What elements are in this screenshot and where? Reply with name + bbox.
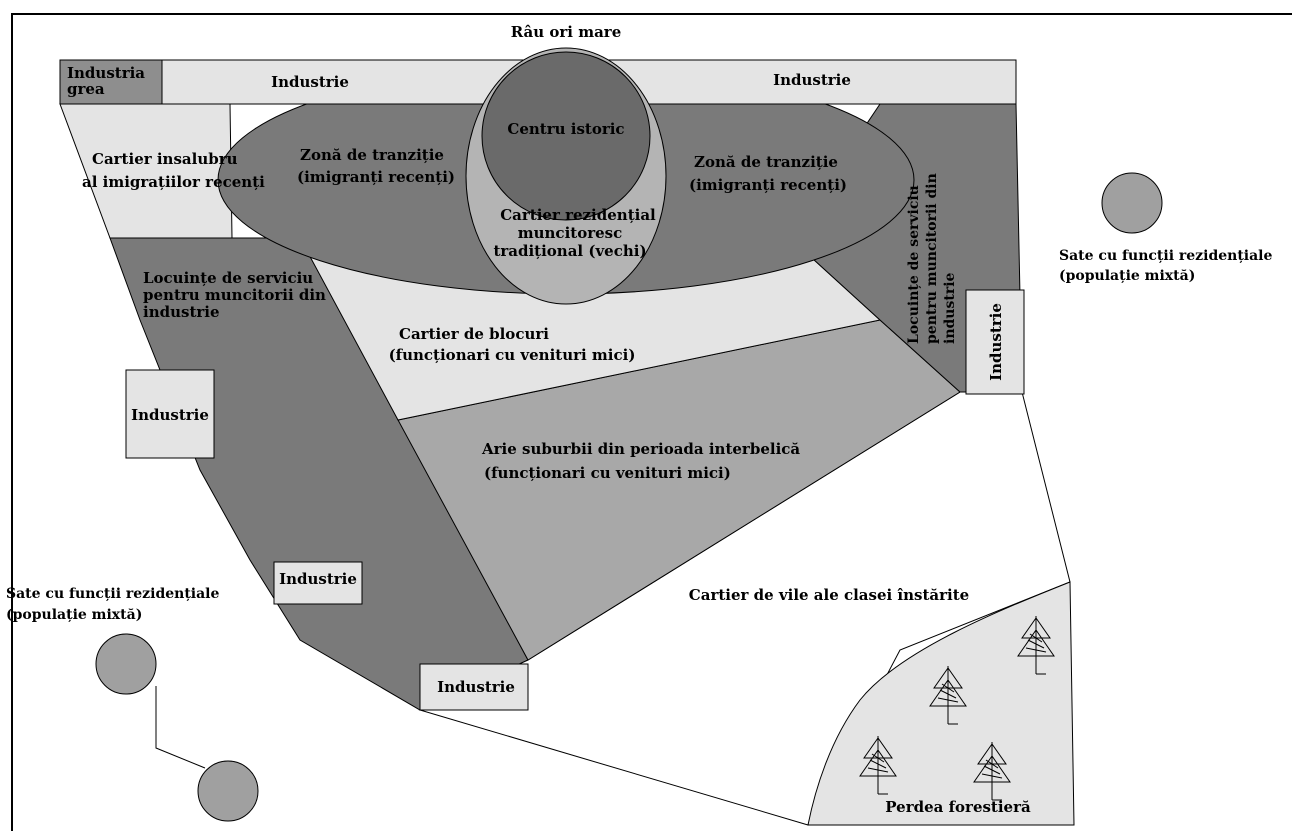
label-suburbii-1: Arie suburbii din perioada interbelică bbox=[481, 440, 800, 458]
label-cartier-vile: Cartier de vile ale clasei înstărite bbox=[689, 586, 969, 604]
tree-icon bbox=[859, 736, 897, 795]
label-industrie-lower-left: Industrie bbox=[279, 570, 357, 588]
label-locuinte-left-3: industrie bbox=[143, 303, 220, 321]
zone-perdea-forestiera bbox=[807, 581, 1075, 826]
box-industrie-lower-left bbox=[273, 561, 363, 605]
tree-icon bbox=[973, 742, 1011, 801]
label-industrie-left-box: Industrie bbox=[131, 406, 209, 424]
box-industrie-left bbox=[125, 369, 215, 459]
tree-icon bbox=[1017, 616, 1055, 675]
village-connector bbox=[155, 686, 206, 769]
label-sate-right-1: Sate cu funcții rezidențiale bbox=[1059, 248, 1272, 264]
label-blocuri-2: (funcționari cu venituri mici) bbox=[389, 346, 636, 364]
label-sate-right-2: (populație mixtă) bbox=[1059, 268, 1195, 284]
village-left-bottom bbox=[197, 760, 259, 822]
label-locuinte-right-2: pentru muncitorii din bbox=[924, 173, 940, 344]
label-perdea-forestiera: Perdea forestieră bbox=[885, 798, 1031, 816]
label-industrie-bottom: Industrie bbox=[437, 678, 515, 696]
zone-centru-istoric bbox=[481, 51, 651, 221]
label-suburbii-2: (funcționari cu venituri mici) bbox=[484, 464, 731, 482]
tree-icon bbox=[929, 666, 967, 725]
label-tranzitie-right-2: (imigranți recenți) bbox=[689, 176, 847, 194]
label-sate-left-1: Sate cu funcții rezidențiale bbox=[6, 586, 219, 602]
label-insalubru-2: al imigrațiilor recenți bbox=[82, 173, 265, 191]
label-tranzitie-left-2: (imigranți recenți) bbox=[297, 168, 455, 186]
box-industrie-right bbox=[965, 289, 1025, 395]
label-locuinte-left-2: pentru muncitorii din bbox=[143, 286, 326, 304]
label-tranzitie-right-1: Zonă de tranziție bbox=[694, 153, 838, 171]
label-sate-left-2: (populație mixtă) bbox=[6, 607, 142, 623]
label-industrie-right: Industrie bbox=[987, 303, 1005, 381]
box-industrie-bottom bbox=[419, 663, 529, 711]
label-locuinte-right: Locuințe de serviciu pentru muncitorii d… bbox=[906, 173, 958, 344]
village-left-top bbox=[95, 633, 157, 695]
village-right bbox=[1101, 172, 1163, 234]
label-industrie-top-right: Industrie bbox=[773, 71, 851, 89]
label-industria-grea-2: grea bbox=[67, 80, 105, 98]
label-blocuri-1: Cartier de blocuri bbox=[399, 325, 549, 343]
label-industrie-top-left: Industrie bbox=[271, 73, 349, 91]
label-locuinte-left-1: Locuințe de serviciu bbox=[143, 269, 313, 287]
diagram-frame bbox=[11, 13, 1292, 831]
label-rezidential-1: Cartier rezidențial bbox=[500, 206, 656, 224]
label-industria-grea-1: Industria bbox=[67, 64, 145, 82]
label-tranzitie-left-1: Zonă de tranziție bbox=[300, 146, 444, 164]
label-rezidential-3: tradițional (vechi) bbox=[493, 242, 646, 260]
label-locuinte-right-1: Locuințe de serviciu bbox=[906, 185, 922, 344]
label-insalubru-1: Cartier insalubru bbox=[92, 150, 238, 168]
label-centru-istoric: Centru istoric bbox=[507, 120, 624, 138]
zone-industria-grea bbox=[59, 59, 163, 105]
label-locuinte-right-3: industrie bbox=[942, 272, 958, 344]
zone-cartier-insalubru bbox=[59, 103, 233, 239]
label-rezidential-2: muncitoresc bbox=[518, 224, 622, 242]
diagram-title: Râu ori mare bbox=[511, 23, 622, 41]
